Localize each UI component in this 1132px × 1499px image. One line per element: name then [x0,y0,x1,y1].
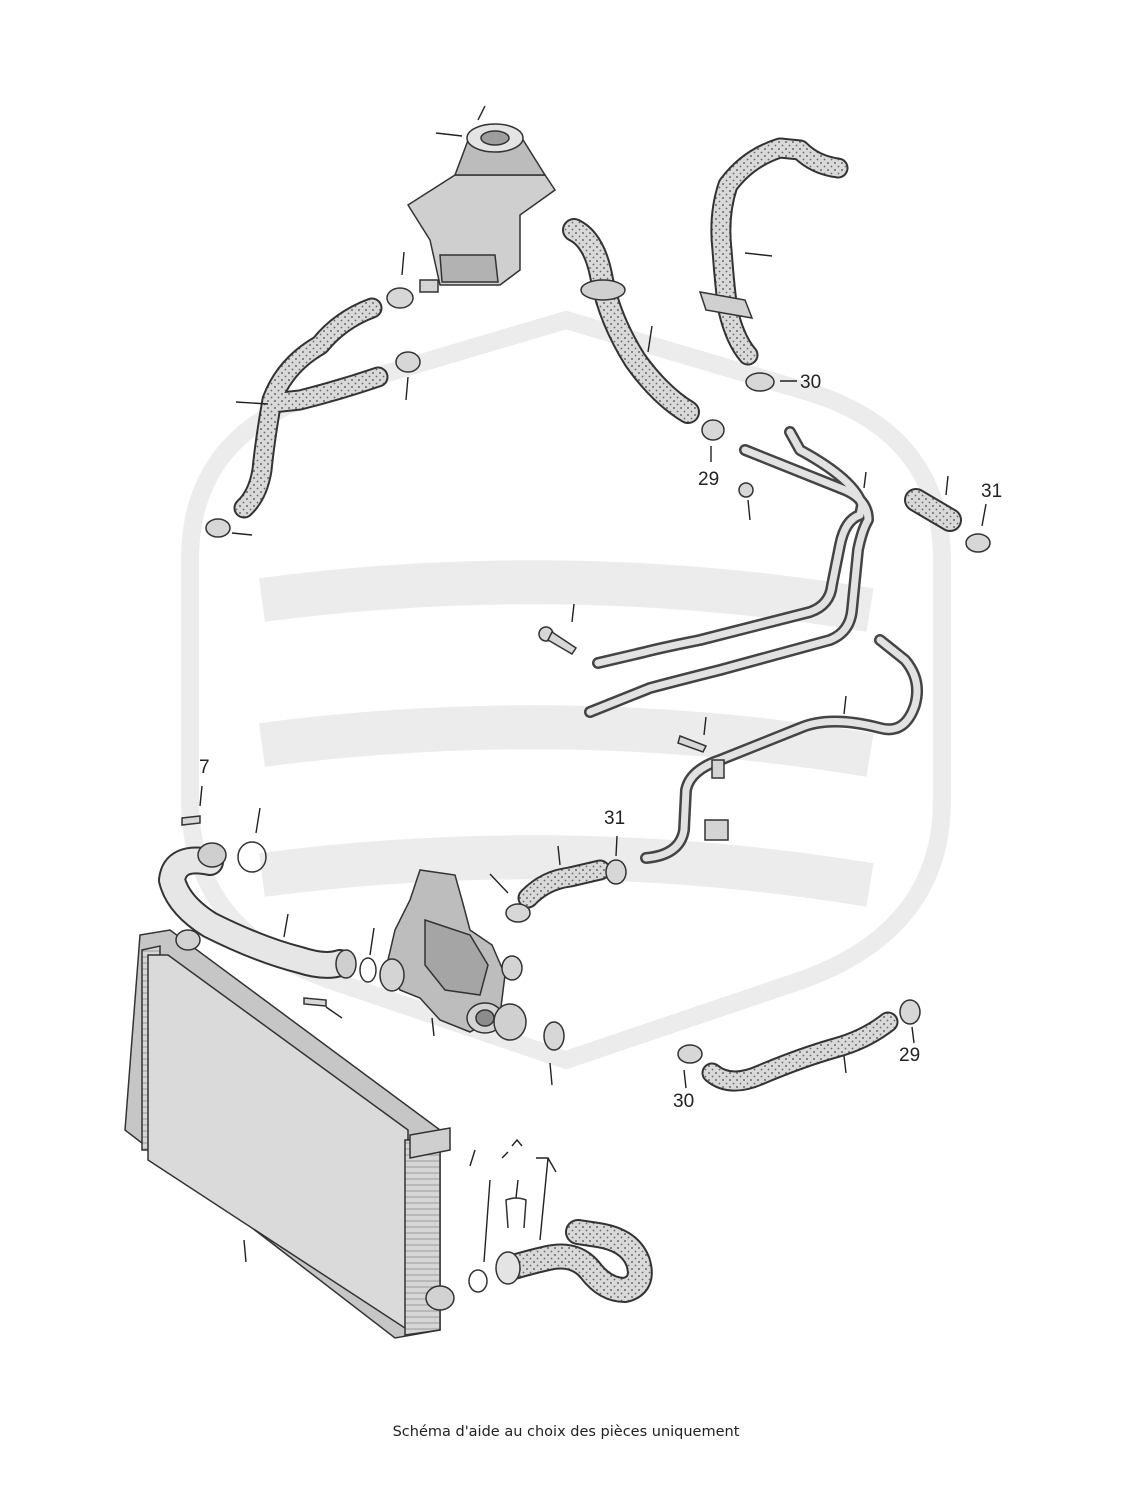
callout-31-right: 31 [981,481,1002,502]
radiator-hose-lower [495,1197,653,1303]
callout-30-top: 30 [800,372,821,393]
coolant-pipe-upper [584,426,874,718]
hose-clamps [181,287,991,1064]
diagram-caption: Schéma d'aide au choix des pièces unique… [392,1424,740,1440]
callout-29-bottom: 29 [899,1045,920,1066]
callout-30-bottom: 30 [673,1091,694,1112]
thermostat-housing [379,869,527,1041]
upper-hose-right [698,137,849,366]
radiator-hose-upper [158,842,357,979]
callout-31-center: 31 [604,808,625,829]
callout-29-top: 29 [698,469,719,490]
o-rings [237,841,488,1293]
callout-labels: 7 29 29 30 30 31 31 [199,372,1002,1112]
radiator [124,929,455,1339]
short-hose-pair [517,488,962,909]
expansion-tank [406,105,557,293]
heater-hose-y [233,297,389,519]
leader-lines [199,132,987,1263]
coolant-pipe-lower [640,634,923,864]
callout-7: 7 [199,757,210,778]
lower-hose-right [701,1011,899,1092]
upper-hose-center [562,218,700,424]
